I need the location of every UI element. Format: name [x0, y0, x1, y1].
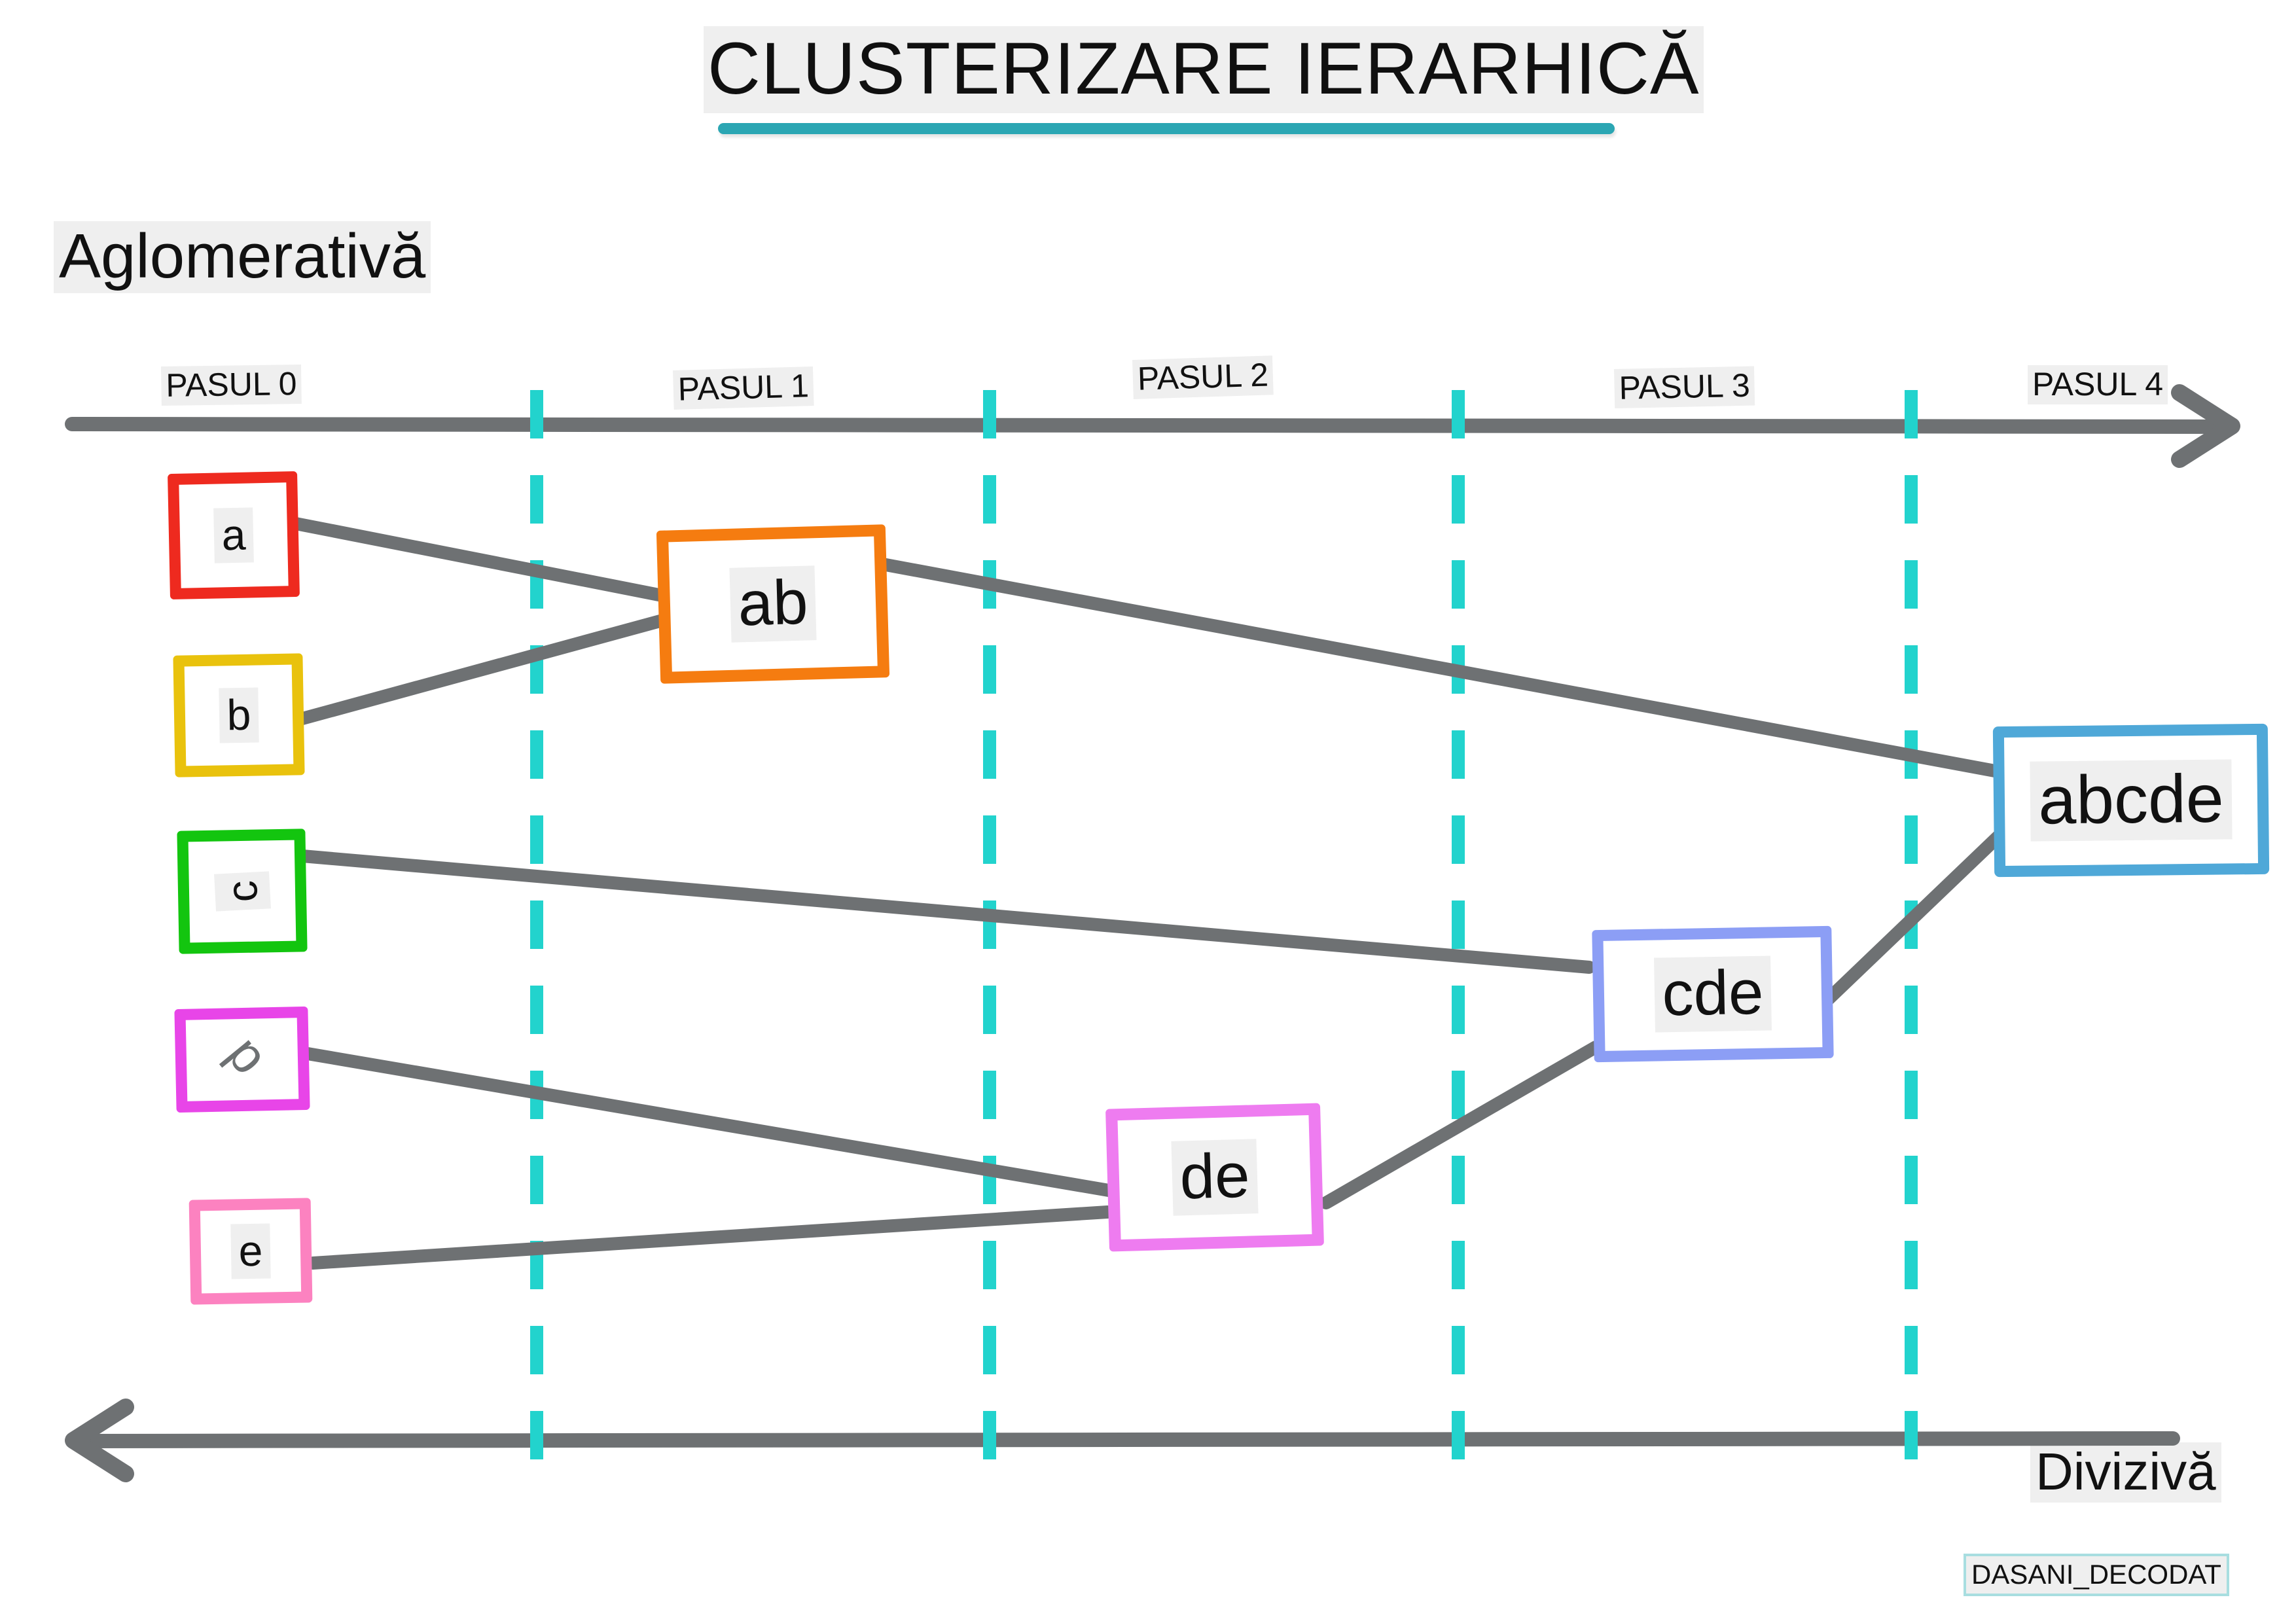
- connector-a-ab: [289, 517, 669, 602]
- connector-e-de: [306, 1205, 1114, 1270]
- watermark-label: DASANI_DECODAT: [1964, 1554, 2229, 1597]
- connector-ab-abcde: [876, 558, 2001, 777]
- step-label-4: PASUL 4: [2028, 365, 2168, 404]
- merge-connectors: [289, 517, 2016, 1270]
- cluster-box-b[interactable]: b: [173, 653, 305, 777]
- cluster-box-ab[interactable]: ab: [656, 524, 890, 684]
- cluster-label-cde: cde: [1653, 955, 1772, 1033]
- cluster-box-e[interactable]: e: [188, 1198, 313, 1305]
- cluster-label-b: b: [218, 687, 260, 743]
- cluster-box-c[interactable]: c: [177, 829, 308, 954]
- top-axis-arrow: [65, 384, 2240, 468]
- page-title: CLUSTERIZARE IERARHICĂ: [704, 26, 1704, 114]
- agglomerative-label: Aglomerativă: [54, 221, 431, 293]
- cluster-label-ab: ab: [729, 565, 817, 643]
- connector-c-cde: [296, 849, 1596, 974]
- cluster-label-de: de: [1171, 1139, 1259, 1216]
- bottom-axis-arrow: [65, 1399, 2180, 1482]
- title-block: CLUSTERIZARE IERARHICĂ: [704, 26, 1704, 134]
- cluster-box-cde[interactable]: cde: [1592, 925, 1834, 1063]
- cluster-label-a: a: [213, 507, 255, 563]
- cluster-label-abcde: abcde: [2030, 759, 2233, 842]
- connector-cde-abcde: [1820, 819, 2016, 1008]
- cluster-box-abcde[interactable]: abcde: [1992, 723, 2270, 878]
- connector-de-cde: [1319, 1041, 1602, 1209]
- connector-d-de: [301, 1047, 1119, 1198]
- cluster-label-d: d: [209, 1030, 274, 1090]
- connector-b-ab: [296, 614, 669, 725]
- cluster-box-a[interactable]: a: [168, 471, 300, 600]
- cluster-label-e: e: [230, 1223, 272, 1279]
- title-underline: [718, 123, 1615, 134]
- cluster-label-c: c: [213, 871, 271, 912]
- cluster-box-d[interactable]: d: [174, 1006, 310, 1113]
- cluster-box-de[interactable]: de: [1105, 1103, 1324, 1252]
- divisive-label: Divizivă: [2030, 1442, 2221, 1503]
